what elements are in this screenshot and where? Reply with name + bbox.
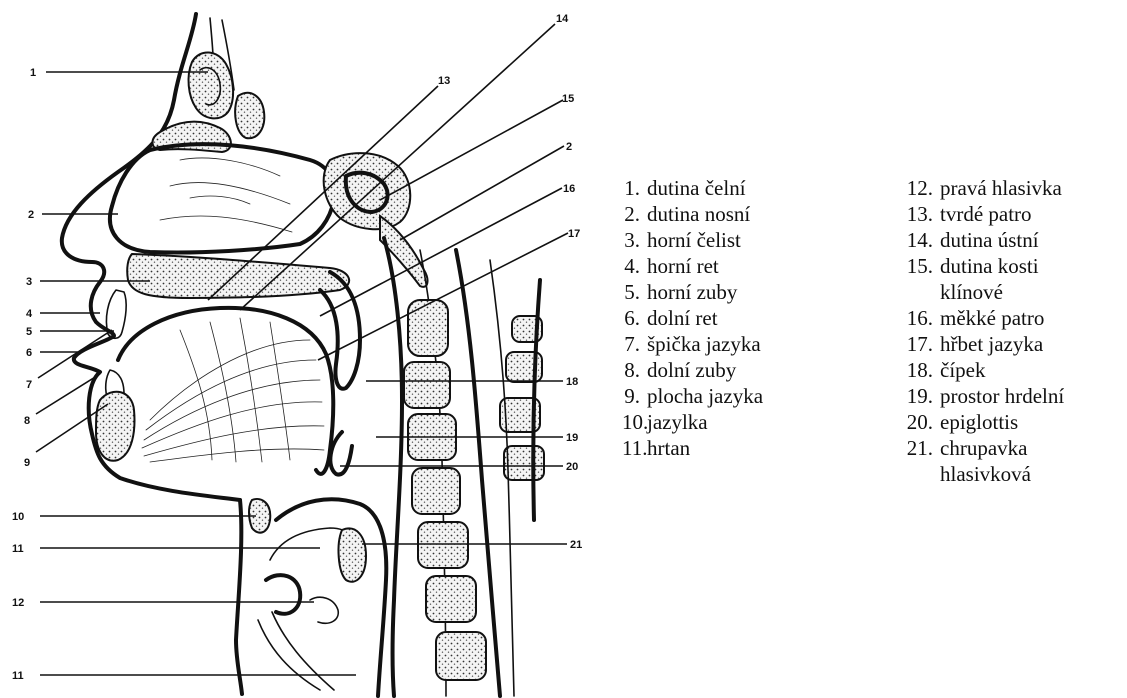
callout-19: 19 xyxy=(566,432,578,444)
nasal-cavity-outline xyxy=(110,144,335,252)
frontal-sinus xyxy=(189,52,234,118)
legend-item-13: 13.tvrdé patro xyxy=(903,201,1064,227)
callout-21: 21 xyxy=(570,539,582,551)
head-sagittal-section-diagram: 1 2 2 3 4 5 6 7 8 9 10 11 11 12 13 14 15… xyxy=(0,0,620,698)
callout-6: 6 xyxy=(26,347,32,359)
legend-item-20: 20.epiglottis xyxy=(903,409,1064,435)
callout-8: 8 xyxy=(24,415,30,427)
legend-item-17: 17.hřbet jazyka xyxy=(903,331,1064,357)
callout-20: 20 xyxy=(566,461,578,473)
callout-3: 3 xyxy=(26,276,32,288)
callout-11-upper: 11 xyxy=(12,543,24,555)
callout-9: 9 xyxy=(24,457,30,469)
legend-item-11: 11.hrtan xyxy=(622,435,763,461)
neck-front-outline xyxy=(236,500,242,694)
legend-item-16: 16.měkké patro xyxy=(903,305,1064,331)
epiglottis xyxy=(330,432,352,475)
callout-11-lower: 11 xyxy=(12,670,24,682)
spinal-canal-wall xyxy=(456,250,500,696)
tongue-muscle-fibres xyxy=(142,318,324,462)
legend-item-19: 19.prostor hrdelní xyxy=(903,383,1064,409)
legend-item-18: 18.čípek xyxy=(903,357,1064,383)
callout-2: 2 xyxy=(28,209,34,221)
legend-item-6: 6.dolní ret xyxy=(622,305,763,331)
legend-item-15: 15.dutina kosti xyxy=(903,253,1064,279)
callout-5: 5 xyxy=(26,326,32,338)
legend-item-9: 9.plocha jazyka xyxy=(622,383,763,409)
arytenoid-cartilage xyxy=(339,528,366,581)
callout-18: 18 xyxy=(566,376,578,388)
hard-palate-maxilla xyxy=(127,254,349,298)
legend-left-column: 1.dutina čelní 2.dutina nosní 3.horní če… xyxy=(622,175,763,461)
legend-item-4: 4.horní ret xyxy=(622,253,763,279)
callout-7: 7 xyxy=(26,379,32,391)
callout-10: 10 xyxy=(12,511,24,523)
pharynx-posterior-wall xyxy=(384,238,402,696)
legend-item-1: 1.dutina čelní xyxy=(622,175,763,201)
callout-1: 1 xyxy=(30,67,36,79)
callout-17: 17 xyxy=(568,228,580,240)
legend-item-21-continued: hlasivková xyxy=(903,461,1064,487)
callout-14: 14 xyxy=(556,13,569,25)
callout-12: 12 xyxy=(12,597,24,609)
mandible-chin xyxy=(96,392,134,461)
callout-15: 15 xyxy=(562,93,574,105)
legend-item-10: 10.jazylka xyxy=(622,409,763,435)
callout-2-right: 2 xyxy=(566,141,572,153)
legend-item-2: 2.dutina nosní xyxy=(622,201,763,227)
legend-item-7: 7.špička jazyka xyxy=(622,331,763,357)
legend-right-column: 12.pravá hlasivka 13.tvrdé patro 14.duti… xyxy=(903,175,1064,487)
legend-item-14: 14.dutina ústní xyxy=(903,227,1064,253)
anatomy-drawing xyxy=(62,14,544,696)
callout-13: 13 xyxy=(438,75,450,87)
legend-item-15-continued: klínové xyxy=(903,279,1064,305)
legend-item-12: 12.pravá hlasivka xyxy=(903,175,1064,201)
callout-16: 16 xyxy=(563,183,575,195)
legend-item-21: 21.chrupavka xyxy=(903,435,1064,461)
vocal-fold xyxy=(266,575,300,614)
legend-item-8: 8.dolní zuby xyxy=(622,357,763,383)
cervical-vertebrae xyxy=(404,300,486,680)
legend-item-3: 3.horní čelist xyxy=(622,227,763,253)
callout-4: 4 xyxy=(26,308,33,320)
legend-item-5: 5.horní zuby xyxy=(622,279,763,305)
